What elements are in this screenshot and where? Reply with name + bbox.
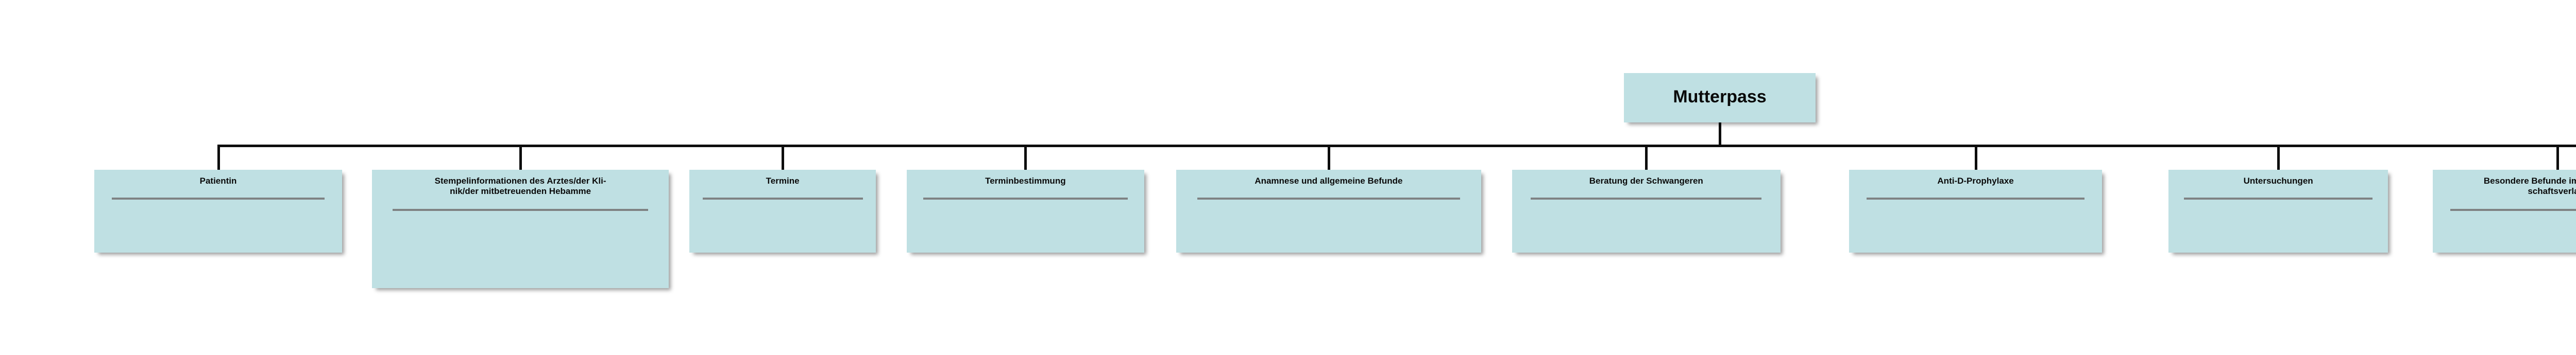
node-child-title: Patientin <box>199 176 237 186</box>
node-divider <box>1197 198 1460 200</box>
node-child[interactable]: Patientin <box>94 170 343 253</box>
connector-bus <box>217 145 2576 147</box>
connector-drop <box>2277 145 2280 170</box>
connector-drop <box>217 145 220 170</box>
node-child[interactable]: Termine <box>689 170 876 253</box>
node-child[interactable]: Beratung der Schwangeren <box>1512 170 1781 253</box>
node-child-title: Anamnese und allgemeine Befunde <box>1255 176 1403 186</box>
node-divider <box>2184 198 2373 200</box>
node-divider <box>1867 198 2084 200</box>
node-child-title: Anti-D-Prophylaxe <box>1937 176 2014 186</box>
connector-drop <box>1327 145 1330 170</box>
connector-drop <box>2556 145 2559 170</box>
node-divider <box>393 209 649 211</box>
connector-drop <box>1645 145 1648 170</box>
node-child[interactable]: Besondere Befunde im Schwanger- schaftsv… <box>2433 170 2576 253</box>
node-child[interactable]: Untersuchungen <box>2168 170 2388 253</box>
node-divider <box>923 198 1128 200</box>
node-child-title: Termine <box>766 176 800 186</box>
node-child[interactable]: Anamnese und allgemeine Befunde <box>1176 170 1482 253</box>
node-child-title: Untersuchungen <box>2243 176 2313 186</box>
node-divider <box>2450 209 2576 211</box>
node-child[interactable]: Anti-D-Prophylaxe <box>1849 170 2103 253</box>
connector-drop <box>519 145 522 170</box>
node-root-title: Mutterpass <box>1673 87 1767 106</box>
node-child[interactable]: Stempelinformationen des Arztes/der Kli-… <box>371 170 669 288</box>
node-child-title: Terminbestimmung <box>985 176 1066 186</box>
node-divider <box>111 198 325 200</box>
connector-drop <box>782 145 785 170</box>
node-root[interactable]: Mutterpass <box>1624 73 1816 122</box>
node-child-title: Stempelinformationen des Arztes/der Kli-… <box>434 176 606 197</box>
node-child-title: Besondere Befunde im Schwanger- schaftsv… <box>2483 176 2576 197</box>
node-divider <box>1531 198 1762 200</box>
connector-drop <box>1024 145 1027 170</box>
connector-root-stub <box>1719 122 1721 145</box>
node-divider <box>702 198 863 200</box>
node-child-title: Beratung der Schwangeren <box>1589 176 1703 186</box>
node-child[interactable]: Terminbestimmung <box>906 170 1144 253</box>
connector-drop <box>1974 145 1977 170</box>
